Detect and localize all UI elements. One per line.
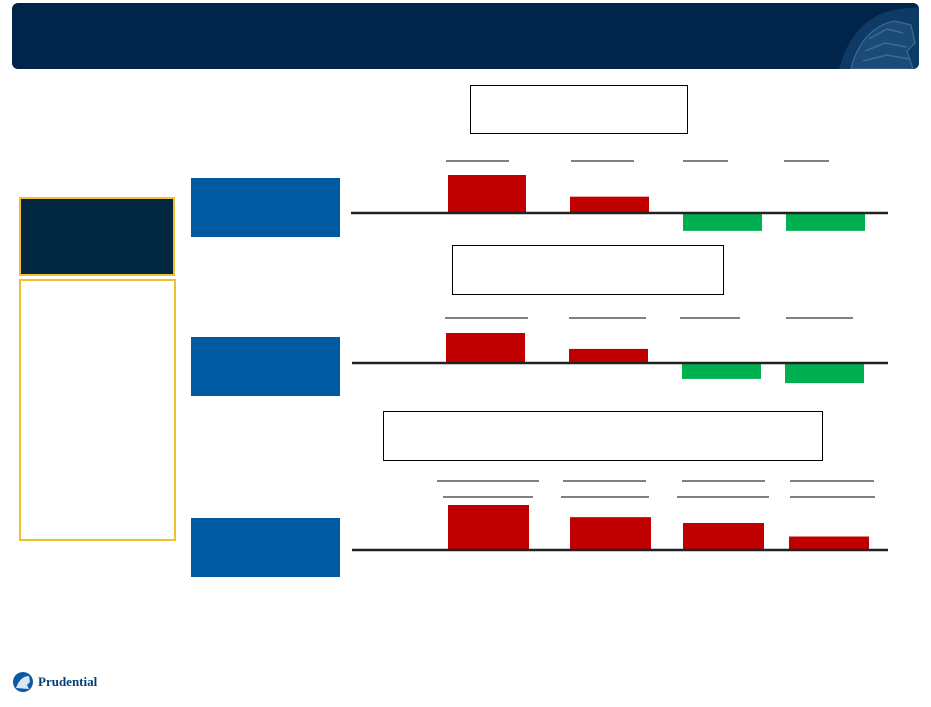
- row-label-box-3: [191, 518, 340, 577]
- summary-panel: [19, 197, 175, 276]
- bar-2-1: [446, 333, 525, 363]
- chart-2: [352, 317, 888, 384]
- bar-1-1: [448, 175, 526, 213]
- bar-3-4: [789, 536, 869, 550]
- brand-name: Prudential: [38, 674, 98, 689]
- chart-3: [352, 480, 888, 552]
- title-banner: [12, 3, 919, 69]
- bar-1-2: [570, 196, 649, 213]
- rock-of-gibraltar-icon: [839, 7, 919, 69]
- bar-3-1: [448, 505, 529, 550]
- bar-2-4: [785, 363, 864, 384]
- chart-2-title-box: [452, 245, 724, 295]
- chart-3-title-box: [383, 411, 823, 461]
- bar-2-2: [569, 348, 648, 363]
- row-label-box-2: [191, 337, 340, 396]
- bar-1-4: [786, 213, 865, 231]
- brand-logo: Prudential: [12, 671, 97, 695]
- rock-of-gibraltar-icon: [13, 672, 33, 692]
- notes-panel: [19, 279, 176, 541]
- bar-2-3: [682, 363, 761, 379]
- chart-1: [351, 160, 888, 231]
- row-label-box-1: [191, 178, 340, 237]
- chart-1-title-box: [470, 85, 688, 134]
- bar-3-2: [570, 517, 651, 550]
- bar-3-3: [683, 523, 764, 550]
- bar-1-3: [683, 213, 762, 231]
